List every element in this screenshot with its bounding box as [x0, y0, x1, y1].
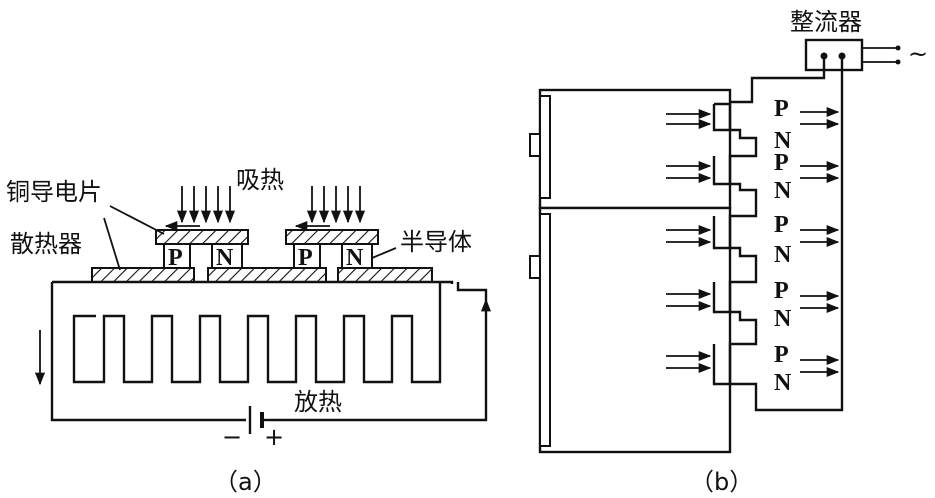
leg-label-n1: N: [216, 245, 234, 271]
pair4-n: N: [774, 306, 792, 332]
thermoelectric-chain: [712, 102, 758, 386]
label-ac: ~: [908, 40, 928, 68]
pair2-n: N: [774, 178, 792, 204]
copper-strip-top-2: [285, 229, 379, 245]
caption-b: （b）: [690, 468, 753, 496]
label-release-heat: 放热: [294, 388, 342, 416]
label-copper-strip: 铜导电片: [6, 178, 102, 206]
semiconductor-leg-n1: [211, 243, 243, 269]
pair5-p: P: [774, 342, 789, 368]
pair1-n: N: [774, 128, 792, 154]
label-absorb-heat: 吸热: [236, 166, 284, 194]
heat-out-arrows: [800, 106, 840, 378]
leg-label-n2: N: [346, 245, 364, 271]
copper-strip-top-1: [155, 229, 249, 245]
label-rectifier: 整流器: [790, 8, 862, 36]
leg-label-p1: P: [168, 245, 183, 271]
pair4-p: P: [774, 278, 789, 304]
lower-handle: [529, 255, 541, 279]
copper-strip-bottom-2: [207, 267, 327, 283]
pn-pair-1: P N: [774, 96, 792, 154]
pn-pair-5: P N: [774, 342, 792, 396]
copper-strip-bottom-3: [337, 267, 433, 283]
pn-pair-3: P N: [774, 212, 792, 268]
circuit-wire: [50, 282, 488, 422]
pn-pair-2: P N: [774, 150, 792, 204]
battery-minus-label: −: [222, 423, 242, 451]
rectifier-box: [804, 38, 864, 72]
heat-in-arrows: [666, 108, 712, 374]
panel-b: 整流器 ~ P N P N P N P N P N: [529, 8, 928, 496]
semiconductor-leg-n2: [341, 243, 373, 269]
pair1-p: P: [774, 96, 789, 122]
pair5-n: N: [774, 370, 792, 396]
pair2-p: P: [774, 150, 789, 176]
panel-a: P N P N − +: [6, 166, 492, 496]
fridge-upper-compartment: [538, 88, 732, 210]
heat-sink: [52, 280, 454, 384]
pair3-p: P: [774, 212, 789, 238]
absorb-arrows: [164, 186, 366, 232]
pn-pair-4: P N: [774, 278, 792, 332]
battery-plus-label: +: [264, 423, 284, 451]
caption-a: （a）: [214, 468, 277, 496]
leg-label-p2: P: [298, 245, 313, 271]
upper-door-strip: [539, 95, 551, 199]
label-heat-sink: 散热器: [10, 230, 82, 258]
label-semiconductor: 半导体: [400, 228, 472, 256]
upper-handle: [529, 133, 541, 157]
copper-strip-bottom-1: [91, 267, 195, 283]
lower-door-strip: [539, 213, 551, 447]
fridge-lower-compartment: [538, 206, 732, 454]
pair3-n: N: [774, 242, 792, 268]
